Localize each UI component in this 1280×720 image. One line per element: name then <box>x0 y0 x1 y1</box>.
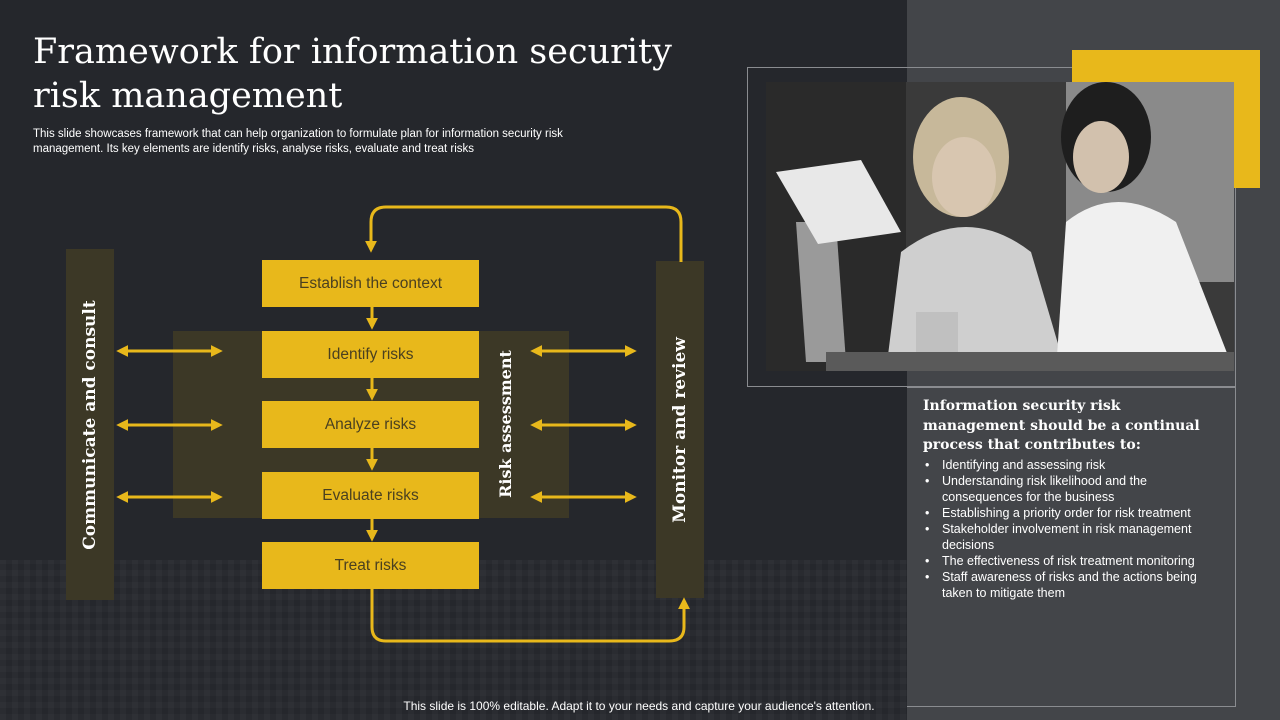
step-evaluate-risks: Evaluate risks <box>262 472 479 519</box>
step-identify-risks: Identify risks <box>262 331 479 378</box>
monitor-review-bar: Monitor and review <box>656 261 704 598</box>
photo-frame <box>747 67 1236 387</box>
page-subtitle: This slide showcases framework that can … <box>33 128 563 155</box>
step-establish-context: Establish the context <box>262 260 479 307</box>
info-heading: Information security risk management sho… <box>923 398 1200 453</box>
footer-text: This slide is 100% editable. Adapt it to… <box>403 699 875 713</box>
list-item: Understanding risk likelihood and the co… <box>923 473 1223 505</box>
info-list: Identifying and assessing risk Understan… <box>923 457 1223 601</box>
list-item: Staff awareness of risks and the actions… <box>923 569 1223 601</box>
bottom-loop-arrow <box>370 589 690 643</box>
top-loop-arrow <box>365 205 683 262</box>
list-item: Stakeholder involvement in risk manageme… <box>923 521 1223 553</box>
team-photo <box>766 82 1234 371</box>
footer-note: This slide is 100% editable. Adapt it to… <box>0 699 1280 713</box>
step-analyze-risks: Analyze risks <box>262 401 479 448</box>
team-photo-illustration <box>766 82 1234 371</box>
list-item: Establishing a priority order for risk t… <box>923 505 1223 521</box>
info-box-frame <box>907 387 1236 707</box>
communicate-consult-bar: Communicate and consult <box>66 249 114 600</box>
page-title: Framework for information security risk … <box>33 32 672 116</box>
step-treat-risks: Treat risks <box>262 542 479 589</box>
list-item: Identifying and assessing risk <box>923 457 1223 473</box>
flow-connectors <box>116 205 690 643</box>
list-item: The effectiveness of risk treatment moni… <box>923 553 1223 569</box>
